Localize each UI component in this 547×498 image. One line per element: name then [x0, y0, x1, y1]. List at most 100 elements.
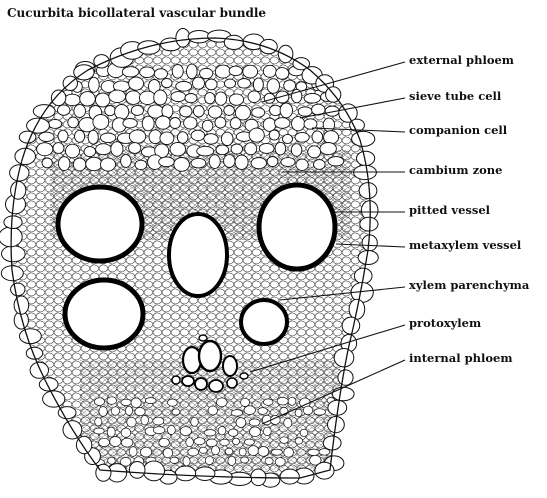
internal-phloem-cell	[248, 446, 259, 456]
internal-phloem-cell	[199, 447, 207, 453]
phloem-cell	[111, 142, 123, 157]
phloem-cell	[284, 80, 296, 91]
internal-phloem-cell	[188, 448, 199, 456]
internal-phloem-cell	[263, 399, 273, 405]
internal-phloem-cell	[183, 457, 190, 466]
phloem-cell	[39, 132, 54, 141]
phloem-cell	[93, 115, 109, 130]
label-metaxylem-vessel: metaxylem vessel	[409, 238, 521, 252]
outer-cell	[334, 349, 354, 367]
phloem-cell	[80, 92, 96, 106]
phloem-cell	[193, 106, 204, 117]
phloem-cell	[129, 77, 144, 90]
phloem-cell	[154, 69, 167, 79]
outer-cell	[175, 466, 195, 481]
phloem-cell	[215, 92, 227, 105]
outer-cell	[30, 362, 48, 378]
pitted-vessel-right	[259, 185, 335, 269]
outer-cell	[4, 216, 22, 229]
phloem-cell	[101, 158, 116, 171]
internal-phloem-cell	[168, 399, 178, 406]
phloem-cell	[267, 79, 279, 94]
phloem-cell	[96, 144, 112, 155]
outer-cell	[224, 35, 243, 49]
label-internal-phloem: internal phloem	[409, 351, 513, 365]
internal-phloem-cell	[141, 415, 149, 425]
internal-phloem-cell	[295, 409, 302, 417]
phloem-cell	[123, 119, 137, 128]
internal-phloem-cell	[170, 457, 179, 463]
phloem-cell	[105, 106, 116, 116]
outer-cell	[342, 317, 360, 334]
metaxylem-vessel-lower-right	[241, 300, 287, 344]
outer-cell	[27, 118, 50, 133]
internal-phloem-cell	[204, 430, 216, 436]
phloem-cell	[215, 65, 230, 78]
phloem-cell	[263, 65, 276, 77]
internal-phloem-cell	[284, 418, 292, 428]
internal-phloem-cell	[233, 438, 240, 445]
phloem-cell	[74, 105, 86, 118]
internal-phloem-cell	[241, 398, 250, 406]
internal-phloem-cell	[228, 456, 236, 465]
internal-phloem-cell	[194, 438, 205, 445]
phloem-cell	[202, 120, 213, 131]
phloem-cell	[109, 90, 126, 102]
phloem-cell	[185, 94, 197, 103]
outer-cell	[352, 131, 375, 146]
phloem-cell	[263, 118, 276, 131]
phloem-cell	[191, 130, 205, 140]
phloem-cell	[252, 108, 265, 118]
phloem-cell	[170, 142, 186, 156]
phloem-cell	[267, 157, 278, 167]
phloem-cell	[270, 105, 282, 115]
phloem-cell	[84, 147, 96, 157]
label-protoxylem: protoxylem	[409, 316, 481, 330]
phloem-cell	[159, 157, 175, 167]
phloem-cell	[139, 91, 155, 104]
internal-phloem-cell	[94, 398, 104, 406]
phloem-cell	[251, 158, 266, 169]
phloem-cell	[140, 67, 155, 78]
label-companion-cell: companion cell	[409, 123, 507, 137]
phloem-cell	[86, 157, 102, 170]
phloem-cell	[131, 105, 143, 115]
phloem-cell	[205, 92, 215, 103]
phloem-cell	[96, 93, 110, 107]
phloem-cell	[42, 158, 52, 168]
phloem-cell	[126, 91, 141, 105]
internal-phloem-cell	[191, 417, 199, 426]
internal-phloem-cell	[303, 406, 312, 415]
phloem-cell	[37, 91, 48, 105]
phloem-cell	[298, 107, 312, 116]
internal-phloem-cell	[186, 438, 194, 447]
phloem-cell	[281, 158, 295, 167]
phloem-cell	[275, 118, 290, 129]
outer-cell	[188, 31, 210, 43]
phloem-cell	[230, 118, 241, 129]
phloem-cell	[283, 134, 293, 143]
internal-phloem-cell	[108, 457, 116, 464]
internal-phloem-cell	[220, 439, 230, 446]
phloem-cell	[88, 130, 98, 144]
phloem-cell	[66, 144, 80, 158]
internal-phloem-cell	[236, 418, 246, 428]
internal-phloem-cell	[275, 458, 285, 467]
phloem-cell	[180, 106, 192, 117]
internal-phloem-cell	[241, 457, 249, 463]
phloem-cell	[177, 132, 188, 144]
phloem-cell	[208, 106, 222, 118]
phloem-cell	[37, 67, 48, 77]
phloem-cell	[280, 103, 292, 118]
phloem-cell	[324, 131, 339, 144]
internal-phloem-cell	[208, 406, 217, 415]
phloem-cell	[154, 90, 167, 105]
internal-phloem-cell	[258, 447, 269, 457]
internal-phloem-cell	[121, 428, 131, 437]
outer-cell	[280, 469, 299, 484]
phloem-cell	[75, 130, 85, 142]
phloem-cell	[229, 94, 243, 105]
phloem-cell	[314, 160, 326, 170]
internal-phloem-cell	[244, 439, 254, 445]
phloem-cell	[135, 160, 147, 169]
